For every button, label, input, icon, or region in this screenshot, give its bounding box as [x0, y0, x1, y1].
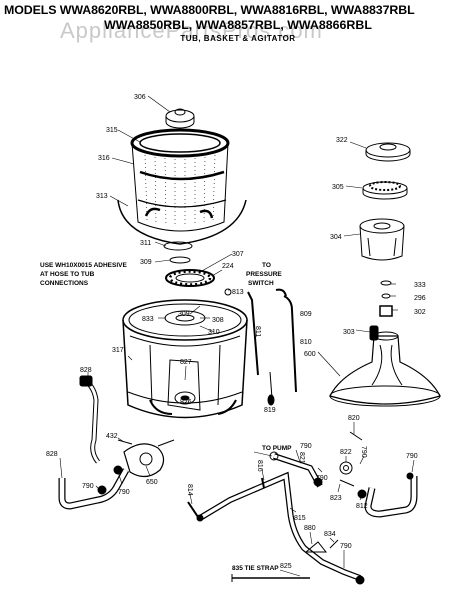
- callout-828b: 828: [46, 451, 58, 458]
- diagram-subtitle: TUB, BASKET & AGITATOR: [180, 34, 296, 43]
- callout-790b: 790: [118, 489, 130, 496]
- basket-assembly: [117, 108, 247, 287]
- callout-823: 823: [330, 495, 342, 502]
- callout-224: 224: [222, 263, 234, 270]
- callout-304: 304: [330, 234, 342, 241]
- watermark: AppliancePartsPros.com: [60, 18, 323, 43]
- callout-296: 296: [414, 295, 426, 302]
- callout-316: 316: [98, 155, 110, 162]
- callout-826: 826: [180, 399, 192, 406]
- callout-309a: 309: [140, 259, 152, 266]
- callout-819: 819: [264, 407, 276, 414]
- adhesive-note-line3: CONNECTIONS: [40, 280, 89, 287]
- callout-302: 302: [414, 309, 426, 316]
- callout-811: 811: [254, 326, 261, 337]
- callout-310: 310: [208, 329, 220, 336]
- callout-650: 650: [146, 479, 158, 486]
- callout-790f: 790: [340, 543, 352, 550]
- callout-432: 432: [106, 433, 118, 440]
- page-title-line2: WWA8850RBL, WWA8857RBL, WWA8866RBL: [104, 18, 372, 32]
- callout-828a: 828: [80, 367, 92, 374]
- callout-814: 814: [186, 484, 193, 496]
- callout-813: 813: [232, 289, 244, 296]
- callout-790g: 790: [316, 475, 328, 482]
- callout-313: 313: [96, 193, 108, 200]
- callout-810: 810: [300, 339, 312, 346]
- callout-309b: 309: [178, 311, 190, 318]
- callout-809: 809: [300, 311, 312, 318]
- callout-833: 833: [142, 316, 154, 323]
- callout-812: 812: [356, 503, 368, 510]
- callout-815: 815: [294, 515, 306, 522]
- callout-827: 827: [180, 359, 192, 366]
- adhesive-note-line2: AT HOSE TO TUB: [40, 271, 95, 278]
- callout-822: 822: [340, 449, 352, 456]
- callout-305: 305: [332, 184, 344, 191]
- callout-303: 303: [343, 329, 355, 336]
- callout-790c: 790: [300, 443, 312, 450]
- page-title: MODELS WWA8620RBL, WWA8800RBL, WWA8816RB…: [4, 3, 415, 17]
- callout-880: 880: [304, 525, 316, 532]
- pump-hoses: [58, 375, 418, 585]
- to-pump-label: TO PUMP: [262, 445, 292, 452]
- callout-308: 308: [212, 317, 224, 324]
- callout-790d: 790: [360, 446, 367, 458]
- callout-790a: 790: [82, 483, 94, 490]
- pressure-note-line3: SWITCH: [248, 280, 274, 287]
- leader-lines: [59, 95, 415, 577]
- adhesive-note-line1: USE WH10X0015 ADHESIVE: [40, 262, 127, 269]
- outer-tub: [122, 299, 248, 419]
- callout-821: 821: [298, 452, 305, 464]
- callout-322: 322: [336, 137, 348, 144]
- tie-strap-label: 835 TIE STRAP: [232, 565, 279, 572]
- callout-600: 600: [304, 351, 316, 358]
- callout-307: 307: [232, 251, 244, 258]
- callout-825: 825: [280, 563, 292, 570]
- callout-820: 820: [348, 415, 360, 422]
- callout-333: 333: [414, 282, 426, 289]
- callout-834: 834: [324, 531, 336, 538]
- pressure-note-line1: TO: [262, 262, 271, 269]
- callout-labels: 306 315 316 313 311 309 307 224 813 809 …: [40, 94, 426, 572]
- callout-790e: 790: [406, 453, 418, 460]
- callout-317: 317: [112, 347, 124, 354]
- callout-306: 306: [134, 94, 146, 101]
- callout-311: 311: [140, 240, 151, 247]
- pressure-note-line2: PRESSURE: [246, 271, 282, 278]
- agitator-parts: [329, 142, 441, 407]
- hose-parts: [224, 288, 297, 406]
- callout-315: 315: [106, 127, 118, 134]
- callout-816: 816: [256, 460, 263, 472]
